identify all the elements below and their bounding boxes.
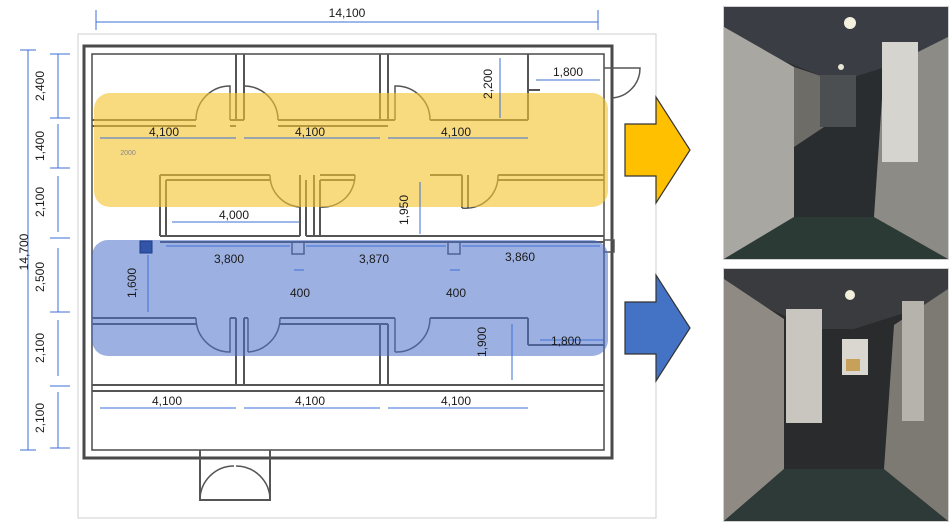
bottom-room-dim-2: 4,100 [295,394,325,408]
top-right-dim: 1,800 [553,65,583,79]
corridor-photo-bottom [723,268,949,522]
left-dim-1: 2,400 [33,71,47,101]
corridor-dim-3: 3,860 [505,250,535,264]
top-room-dim-3: 4,100 [441,125,471,139]
overall-height-label: 14,700 [17,233,31,270]
left-dim-3: 2,100 [33,187,47,217]
lower-right-dim: 1,800 [551,334,581,348]
middle-depth: 1,950 [397,195,411,225]
corridor-photo-top [723,6,949,260]
top-room-dim-2: 4,100 [295,125,325,139]
top-room-dim-1: 4,100 [149,125,179,139]
left-dim-2: 1,400 [33,131,47,161]
left-dim-6: 2,100 [33,403,47,433]
marker-square [139,240,153,254]
corridor-dim-1: 3,800 [214,252,244,266]
column-width-1: 400 [290,286,310,300]
corridor-dim-2: 3,870 [359,252,389,266]
overall-width-label: 14,100 [329,6,366,20]
bottom-room-dim-1: 4,100 [152,394,182,408]
arrow-right-icon [624,94,691,206]
arrow-right-icon [624,272,691,384]
upper-corridor-highlight [94,93,608,207]
left-dim-4: 2,500 [33,262,47,292]
middle-room-width: 4,000 [219,208,249,222]
top-room-depth: 2,200 [481,69,495,99]
left-vertical-dim: 1,600 [125,268,139,298]
bottom-room-dim-3: 4,100 [441,394,471,408]
dimension-lines [20,10,604,451]
small-dim-label: 2000 [120,150,136,157]
lower-depth-dim: 1,900 [475,327,489,357]
column-width-2: 400 [446,286,466,300]
left-dim-5: 2,100 [33,333,47,363]
lower-corridor-highlight [92,240,608,356]
